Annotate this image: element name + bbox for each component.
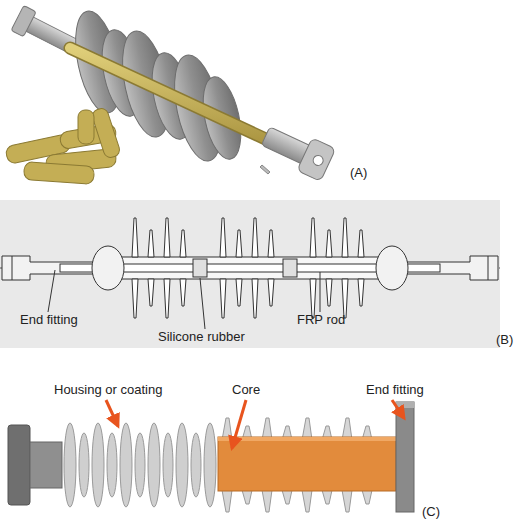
part-label: Housing or coating: [54, 383, 162, 397]
part-label: FRP rod: [297, 313, 345, 327]
part-label: Core: [232, 383, 260, 397]
panel-letter: (A): [350, 166, 367, 180]
part-label: End fitting: [20, 313, 78, 327]
panel-b-drawing: [0, 200, 500, 348]
panel-letter: (C): [422, 505, 440, 519]
panel-c-cutaway: [8, 400, 414, 512]
panel-a-photo: [0, 0, 345, 190]
panel-letter: (B): [496, 333, 513, 347]
part-label: Silicone rubber: [158, 330, 245, 344]
part-label: End fitting: [366, 383, 424, 397]
